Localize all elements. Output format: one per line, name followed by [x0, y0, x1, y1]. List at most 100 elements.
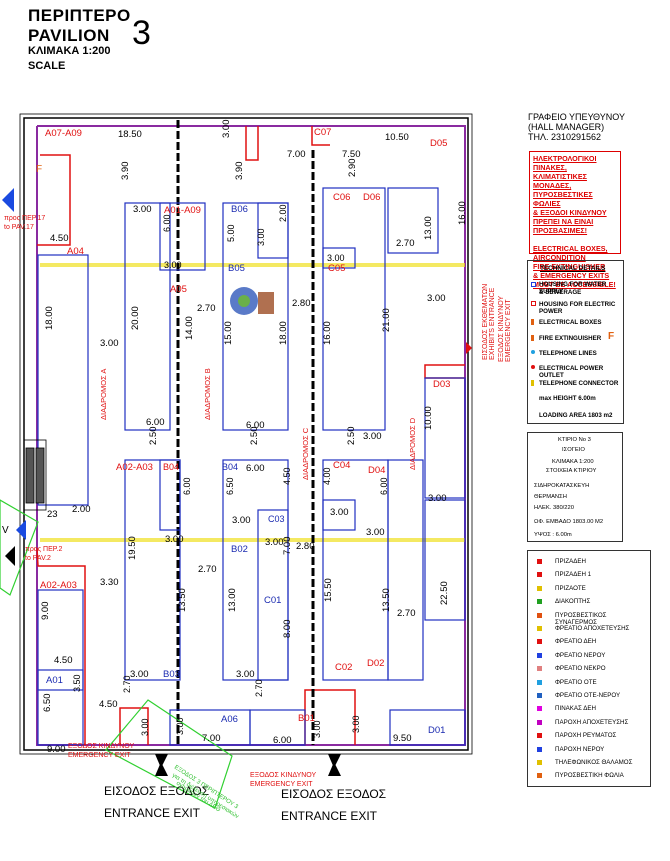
- stand-label: C06: [333, 192, 350, 203]
- outer-wall-outline: [19, 113, 473, 755]
- dimension-label: 3.90: [120, 162, 131, 181]
- entrance-arrow-1-icon: [155, 754, 168, 768]
- dimension-label: 3.00: [164, 260, 182, 270]
- legend-symbol-icon: [537, 626, 542, 631]
- staircase: [23, 439, 47, 511]
- dimension-label: 3.00: [133, 204, 152, 215]
- dimension-label: 3.00: [363, 431, 382, 442]
- dimension-label: 3.00: [427, 293, 446, 304]
- corridor-label: ΔΙΑΔΡΟΜΟΣ C: [301, 427, 310, 480]
- dimension-label: 4.50: [282, 467, 292, 485]
- dimension-label: 6.50: [42, 694, 53, 713]
- dimension-label: 6.00: [246, 463, 265, 474]
- legend-symbol-icon: [537, 693, 542, 698]
- red-notch-top: [245, 126, 259, 161]
- legend-item: ΔΙΑΚΟΠΤΗΣ: [555, 598, 591, 606]
- tech-item: TELEPHONE LINES: [539, 350, 597, 357]
- emergency-route-exit1: [119, 707, 149, 745]
- dimension-label: 4.50: [50, 233, 69, 244]
- stand-label: C07: [314, 127, 331, 138]
- dimension-label: 3.00: [175, 717, 185, 735]
- dimension-label: 9.00: [40, 602, 51, 621]
- stand-label: A04: [67, 246, 84, 257]
- accessibility-warning: ΗΛΕΚΤΡΟΛΟΓΙΚΟΙ ΠΙΝΑΚΕΣ, ΚΛΙΜΑΤΙΣΤΙΚΕΣ ΜΟ…: [529, 151, 621, 289]
- stand-label: C03: [268, 514, 285, 524]
- arrow-left-icon: [5, 546, 15, 566]
- dimension-label: 6.00: [379, 477, 389, 495]
- dimension-label: 2.70: [254, 679, 264, 697]
- stand-label: C04: [333, 460, 350, 471]
- dimension-label: 2.50: [249, 427, 260, 446]
- emergency-route-top-left: [37, 154, 71, 246]
- legend-symbol-icon: [537, 572, 542, 578]
- legend-item: ΠΑΡΟΧΗ ΑΠΟΧΕΤΕΥΣΗΣ: [555, 718, 629, 726]
- stand-label: A02-A03: [40, 580, 77, 591]
- title-english: PAVILION: [28, 26, 110, 45]
- entrance-arrow-2b-icon: [328, 762, 341, 776]
- stand-label: A07-A09: [45, 128, 82, 139]
- power-housing-icon: [531, 301, 536, 306]
- stand-label: A06: [221, 714, 238, 725]
- plan-label: ΕΞΟΔΟΣ ΚΙΝΔΥΝΟΥ: [498, 295, 505, 362]
- dimension-label: 5.00: [226, 224, 236, 242]
- dimension-label: 20.00: [130, 306, 141, 330]
- technical-heading: TECHNICAL DETAILS: [540, 265, 606, 272]
- dimension-label: 3.00: [165, 534, 184, 545]
- dimension-label: 3.00: [327, 253, 345, 263]
- red-notch-c07: [311, 126, 330, 146]
- legend-symbol-icon: [537, 760, 542, 765]
- stand-label: B03: [163, 669, 180, 680]
- stand-label: B04: [163, 462, 179, 472]
- corridor-label: ΔΙΑΔΡΟΜΟΣ Β: [203, 368, 212, 420]
- dimension-label: 2.70: [198, 564, 217, 575]
- dimension-label: 13.50: [177, 588, 188, 612]
- legend-symbol-icon: [537, 746, 542, 752]
- stand-label: C01: [264, 595, 281, 606]
- dimension-label: 7.00: [282, 537, 293, 556]
- legend-symbol-icon: [537, 652, 542, 658]
- dimension-label: 9.50: [393, 733, 412, 744]
- plan-label: to PAV.2: [25, 555, 51, 562]
- legend-item: ΠΡΙΖΑΟΤΕ: [555, 584, 586, 592]
- telephone-line-icon: [531, 350, 535, 354]
- vehicle-exit-zone: [0, 499, 233, 809]
- dimension-label: 18.50: [118, 129, 142, 140]
- stand-label: D01: [428, 725, 445, 736]
- dimension-label: 3.00: [428, 493, 447, 504]
- dimension-label: 7.50: [342, 149, 361, 160]
- legend-symbol-icon: [537, 733, 542, 739]
- dimension-label: 13.50: [381, 588, 392, 612]
- manager-phone: ΤΗΛ. 2310291562: [528, 132, 602, 142]
- dimension-label: 3.00: [256, 228, 266, 246]
- stand-label: A01: [46, 675, 63, 686]
- dimension-label: 15.50: [323, 578, 334, 602]
- plan-label: V: [2, 525, 9, 536]
- stand-label: A02-A03: [116, 462, 153, 473]
- emergency-route-left: [36, 547, 86, 745]
- plan-label: ENTRANCE EXIT: [104, 806, 201, 820]
- dimension-label: 2.70: [396, 238, 415, 249]
- stand-label: B02: [231, 544, 248, 555]
- legend-item: ΠΡΙΖΑΔΕΗ 1: [555, 571, 592, 579]
- dimension-label: 14.00: [184, 316, 195, 340]
- title-greek: ΠΕΡΙΠΤΕΡΟ: [28, 6, 131, 25]
- arrow-to-pav2-icon: [16, 520, 26, 540]
- legend-item: ΦΡΕΑΤΙΟ ΟΤΕ-ΝΕΡΟΥ: [555, 692, 621, 699]
- dimension-label: 3.00: [130, 669, 149, 680]
- dimension-label: 4.00: [322, 467, 332, 485]
- dimension-label: 16.00: [322, 321, 333, 345]
- legend-item: ΠΑΡΟΧΗ ΝΕΡΟΥ: [555, 745, 605, 753]
- plan-label: ΕΙΣΟΔΟΣ ΕΚΘΕΜΑΤΩΝ: [482, 284, 489, 360]
- dimension-label: 3.00: [330, 507, 349, 518]
- tech-item: & SEWERAGE: [539, 289, 582, 296]
- dimension-label: 6.00: [162, 214, 172, 232]
- plan-label: EMERGENCY EXIT: [68, 752, 131, 759]
- dimension-label: 6.00: [182, 477, 192, 495]
- power-outlet-icon: [531, 365, 535, 369]
- corridor-label: ΔΙΑΔΡΟΜΟΣ Α: [99, 369, 108, 420]
- legend-item: ΠΥΡΟΣΒΕΣΤΙΚΗ ΦΩΛΙΑ: [555, 772, 624, 780]
- dimension-label: 3.50: [72, 674, 82, 692]
- arrow-to-pav17-icon: [2, 188, 14, 212]
